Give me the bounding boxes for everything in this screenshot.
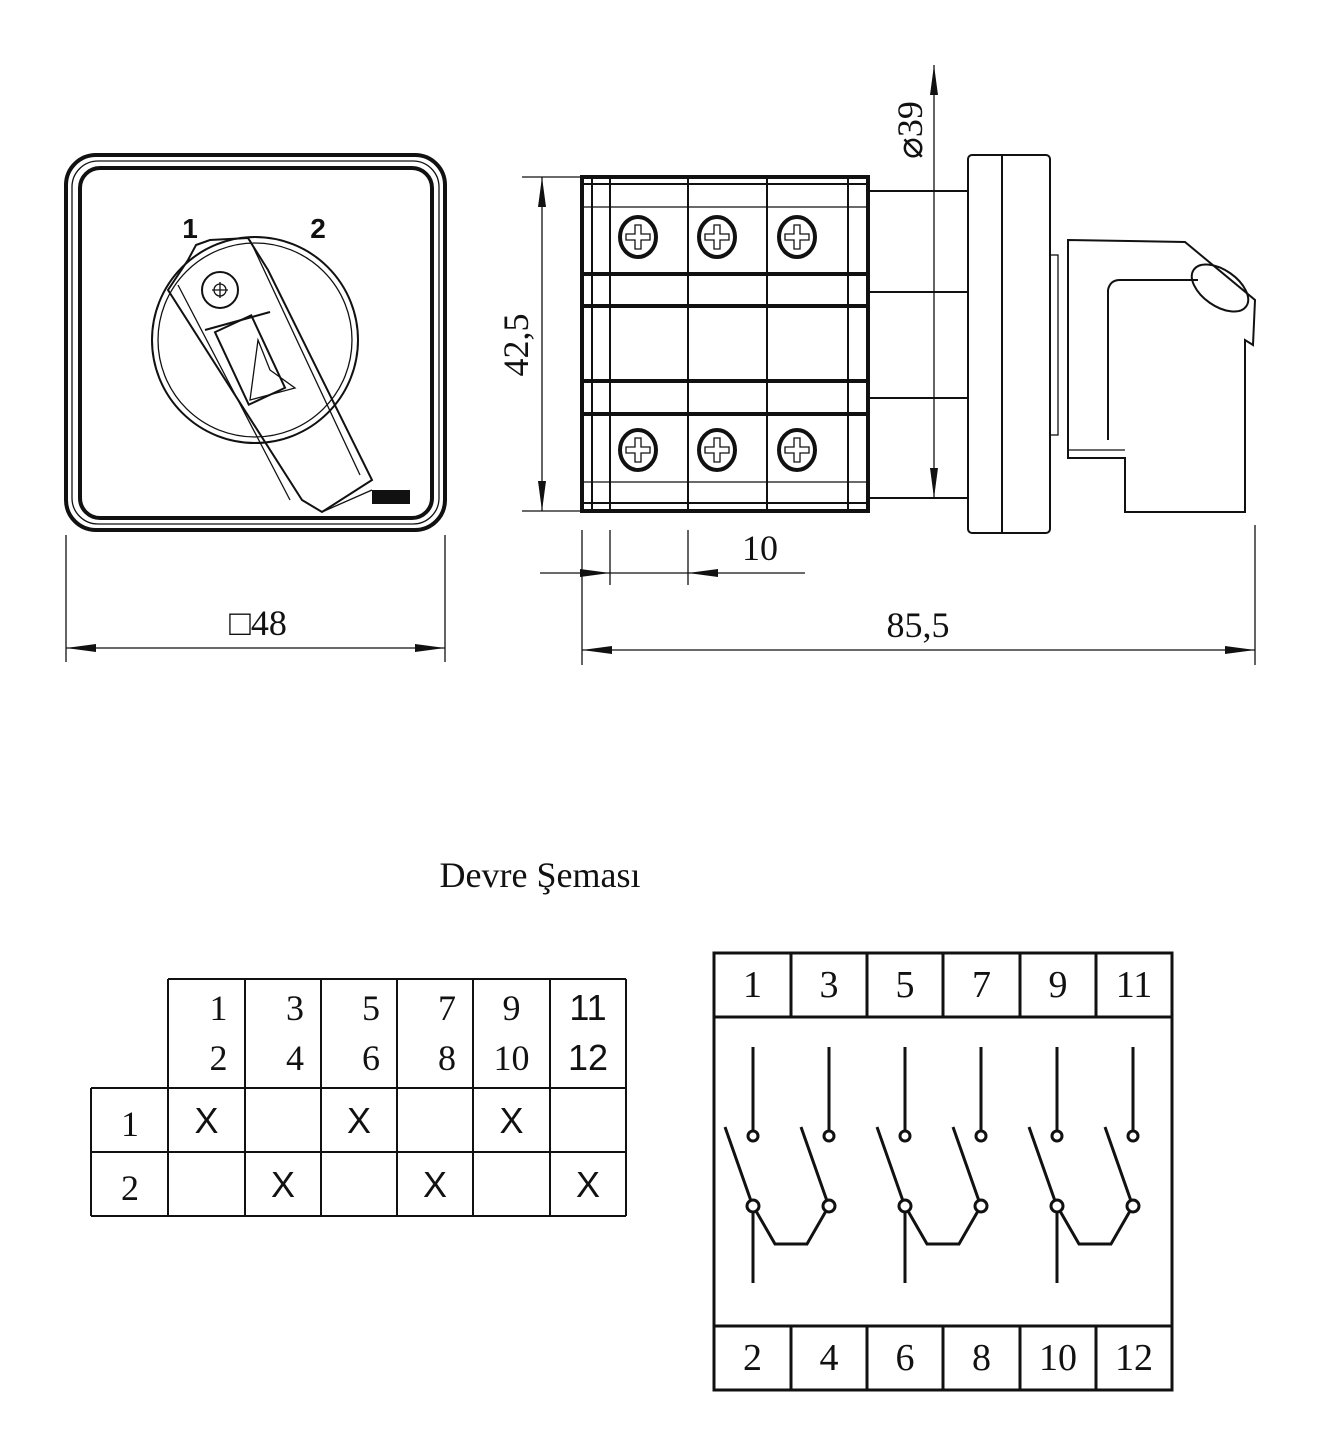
column-terminal-label: 10 [494,1038,530,1078]
terminal-screw-icon [618,428,658,472]
terminal-node [1050,1129,1064,1143]
position-label-1: 1 [182,213,198,244]
contact-block [580,175,870,513]
column-terminal-label: 8 [438,1038,456,1078]
column-terminal-label: 6 [362,1038,380,1078]
bottom-terminal-label: 2 [743,1337,762,1379]
column-terminal-label: 3 [286,988,304,1028]
bottom-terminal-label: 4 [820,1337,839,1379]
front-plate-outline [64,153,447,532]
front-plate-bevel [71,160,440,525]
terminal-screw-icon [697,428,737,472]
terminal-screws [618,215,817,472]
bottom-terminal-label: 6 [896,1337,915,1379]
terminal-screw-icon [697,215,737,259]
front-plate-inner [78,166,434,520]
column-terminal-label: 4 [286,1038,304,1078]
column-terminal-label: 5 [362,988,380,1028]
terminal-screw-icon [618,215,658,259]
contact-state-cell: X [576,1164,600,1205]
switch-blade [723,1126,753,1202]
contact-state-cell: X [423,1164,447,1205]
contact-state-cell: X [347,1100,371,1141]
circuit-diagram: 1 3 5 7 9 11 2 4 6 8 10 12 [712,951,1174,1392]
dial-disc-inner [157,242,353,438]
handle-grip-recess [1190,263,1250,313]
column-terminal-label: 7 [438,988,456,1028]
switch-blade [875,1126,905,1202]
column-terminal-label: 12 [568,1037,608,1078]
column-terminal-label: 11 [569,987,606,1028]
terminal-node [746,1129,760,1143]
switch-blade [951,1126,981,1202]
pitch-dimension-label: 10 [742,528,778,568]
dial-disc [151,236,359,444]
column-terminal-label: 2 [210,1038,228,1078]
position-label-2: 2 [310,213,326,244]
column-terminal-label: 1 [210,988,228,1028]
shaft-lines [868,190,968,499]
changeover-contact [1027,1047,1141,1283]
pivot-node [745,1198,761,1214]
changeover-contact [875,1047,989,1283]
top-terminal-label: 7 [972,964,991,1006]
handle-side [1067,238,1257,513]
pivot-node [1049,1198,1065,1214]
handle-side-detail [1107,279,1198,440]
column-terminal-label: 9 [503,988,521,1028]
side-view: 42,5 ⌀39 10 85,5 [496,65,1257,665]
handle-logo-window [213,313,287,407]
flange-boss [1049,254,1059,436]
terminal-node [822,1129,836,1143]
blade-link [1058,1210,1132,1246]
blade-link [754,1210,828,1246]
mounting-flange [967,154,1051,534]
bottom-terminal-label: 8 [972,1337,991,1379]
handle [166,236,374,514]
handle-screw-icon [201,271,239,309]
row-position-label: 1 [121,1104,139,1144]
row-position-label: 2 [121,1168,139,1208]
contact-block-lines [582,177,868,511]
top-terminal-label: 3 [820,964,839,1006]
logo-icon [249,337,297,401]
blade-link [906,1210,980,1246]
screw-head-icon [212,282,228,298]
terminal-node [898,1129,912,1143]
schema-title: Devre Şeması [440,855,641,895]
contact-state-cell: X [271,1164,295,1205]
circuit-frame [712,951,1174,1392]
terminal-node [974,1129,988,1143]
pivot-node [973,1198,989,1214]
contact-state-cell: X [194,1100,218,1141]
front-view: 1 2 □48 [64,153,447,662]
pivot-node [897,1198,913,1214]
contact-state-cell: X [499,1100,523,1141]
terminal-screw-icon [777,215,817,259]
top-terminal-label: 9 [1049,964,1068,1006]
label-plate [372,490,410,504]
terminal-screw-icon [777,428,817,472]
top-terminal-label: 1 [743,964,762,1006]
width-dimension-label: □48 [229,603,287,643]
height-dimension-label: 42,5 [496,314,536,377]
switch-blade [1103,1126,1133,1202]
terminal-node [1126,1129,1140,1143]
top-terminal-label: 5 [896,964,915,1006]
length-dimension-label: 85,5 [887,605,950,645]
changeover-contact [723,1047,837,1283]
top-terminal-label: 11 [1116,964,1153,1006]
switch-blade [799,1126,829,1202]
diameter-dimension-label: ⌀39 [890,101,930,159]
pivot-node [821,1198,837,1214]
bottom-terminal-label: 12 [1115,1337,1153,1379]
switch-blade [1027,1126,1057,1202]
bottom-terminal-label: 10 [1039,1337,1077,1379]
pivot-node [1125,1198,1141,1214]
